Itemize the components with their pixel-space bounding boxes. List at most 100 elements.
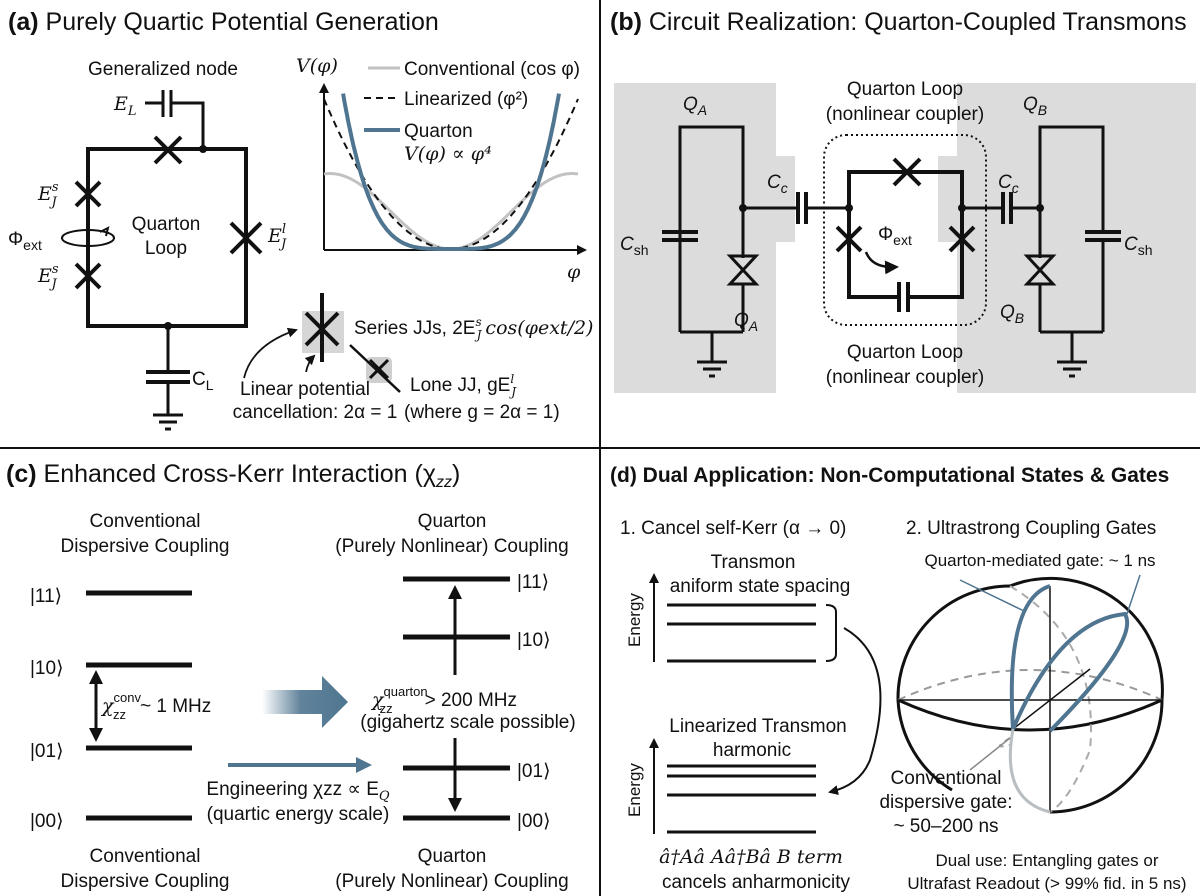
transmon-levels <box>667 603 816 663</box>
engineering-label-1: Engineering χzz ∝ EQ <box>206 779 389 804</box>
legend-quarton: Quarton <box>404 121 473 142</box>
energy-label-top: Energy <box>625 593 644 647</box>
svg-text:|01⟩: |01⟩ <box>30 741 63 762</box>
josephson-junction-icon <box>74 262 102 290</box>
josephson-junction-icon <box>835 225 863 253</box>
josephson-junction-icon <box>153 135 183 165</box>
bloch-sphere <box>896 574 1164 814</box>
quarton-gate-path-1 <box>1009 584 1051 730</box>
cc-label-b: Cc <box>998 172 1019 196</box>
potential-plot: V(φ) φ Conventional (cos φ) Linearized (… <box>296 55 587 283</box>
anharmonicity-label: cancels anharmonicity <box>662 872 850 893</box>
legend-linearized: Linearized (φ²) <box>404 89 528 110</box>
el-label: EL <box>113 93 137 119</box>
conv-gate-label-3: ~ 50–200 ns <box>893 816 998 837</box>
ground-icon <box>697 360 727 378</box>
cancel-label-2: cancellation: 2α = 1 <box>233 402 398 423</box>
csh-label-a: Csh <box>620 234 649 258</box>
ground-icon <box>153 413 183 431</box>
panel-d: (d) Dual Application: Non-Computational … <box>610 464 1187 893</box>
svg-text:|00⟩: |00⟩ <box>517 811 550 832</box>
harmonic-label: harmonic <box>713 740 791 761</box>
qb-label-top: QB <box>1023 94 1047 118</box>
left-foot-2: Dispersive Coupling <box>61 871 230 892</box>
cancel-arrow-2 <box>304 354 316 373</box>
transmon-label: Transmon <box>711 552 796 573</box>
term-label: â†Aâ Aâ†Bâ B term <box>659 846 843 868</box>
sphere-outline-right <box>1009 576 1164 814</box>
right-head-1: Quarton <box>418 511 487 532</box>
josephson-junction-icon <box>892 157 922 187</box>
qubit-a-region <box>614 83 795 393</box>
right-head-2: (Purely Nonlinear) Coupling <box>335 536 568 557</box>
panel-b-title: (b) Circuit Realization: Quarton-Coupled… <box>610 8 1187 36</box>
chi-quarton-note: (gigahertz scale possible) <box>360 712 575 733</box>
bracket-icon <box>825 604 837 662</box>
flux-arrowhead <box>99 226 110 237</box>
loop-top-label-2: (nonlinear coupler) <box>826 104 984 125</box>
josephson-junction-icon <box>74 180 102 208</box>
qa-label-bottom: QA <box>734 310 758 334</box>
flux-arrow-icon <box>864 251 899 275</box>
cc-capacitor-b-icon <box>962 192 1040 224</box>
enhancement-arrow-icon <box>262 676 348 728</box>
right-level-11: |11⟩ <box>403 572 549 593</box>
cl-label: CL <box>192 369 214 393</box>
flux-arrow-icon <box>61 229 115 247</box>
quarton-gate-label: Quarton-mediated gate: ~ 1 ns <box>924 551 1155 570</box>
y-axis <box>1012 668 1091 730</box>
lone-jj-wire <box>349 344 401 393</box>
panel-c: (c) Enhanced Cross-Kerr Interaction (χzz… <box>6 460 576 892</box>
energy-label-bottom: Energy <box>625 763 644 817</box>
cl-capacitor-icon <box>146 326 190 414</box>
qa-label-top: QA <box>683 94 707 118</box>
meridian-back <box>1009 585 1092 813</box>
qb-label-bottom: QB <box>1000 302 1024 326</box>
josephson-junction-icon <box>948 225 976 253</box>
cc-capacitor-a-icon <box>766 192 849 224</box>
loop-top-label-1: Quarton Loop <box>847 79 963 100</box>
right-level-00: |00⟩ <box>403 811 550 832</box>
right-level-01: |01⟩ <box>403 761 550 782</box>
quarton-gate-leader-2 <box>1126 574 1141 615</box>
right-foot-2: (Purely Nonlinear) Coupling <box>335 871 568 892</box>
node-dot <box>199 145 207 153</box>
sphere-outline-left <box>896 584 1011 792</box>
cancel-arrow-1 <box>243 327 298 379</box>
right-foot-1: Quarton <box>418 846 487 867</box>
lone-jj-icon <box>368 358 390 380</box>
conventional-gate-path <box>1008 728 1051 814</box>
qb-squid-icon <box>1023 254 1057 286</box>
svg-text:|10⟩: |10⟩ <box>517 630 550 651</box>
qubit-b-circuit <box>1023 125 1121 378</box>
quarton-curve <box>341 93 561 251</box>
dual-use-label-1: Dual use: Entangling gates or <box>935 851 1158 870</box>
svg-text:|10⟩: |10⟩ <box>30 658 63 679</box>
ground-icon <box>1057 360 1087 378</box>
conv-gate-label-1: Conventional <box>891 768 1002 789</box>
section-2-title: 2. Ultrastrong Coupling Gates <box>906 518 1156 539</box>
left-head-2: Dispersive Coupling <box>61 536 230 557</box>
left-head-1: Conventional <box>90 511 201 532</box>
linearize-arrow <box>828 627 882 796</box>
svg-text:|11⟩: |11⟩ <box>517 572 549 593</box>
el-capacitor-icon <box>145 90 205 149</box>
qa-squid-icon <box>726 254 760 286</box>
conv-gate-label-2: dispersive gate: <box>879 792 1012 813</box>
panel-a: (a) Purely Quartic Potential Generation … <box>8 8 593 431</box>
quarton-gate-path-2 <box>1011 611 1130 733</box>
dual-use-label-2: Ultrafast Readout (> 99% fid. in 5 ns) <box>907 874 1186 893</box>
cancel-label-1: Linear potential <box>240 379 370 400</box>
qubit-a-circuit <box>662 125 768 378</box>
legend-conventional: Conventional (cos φ) <box>404 59 580 80</box>
panel-b: (b) Circuit Realization: Quarton-Coupled… <box>610 8 1196 393</box>
cc-label-a: Cc <box>767 172 788 196</box>
